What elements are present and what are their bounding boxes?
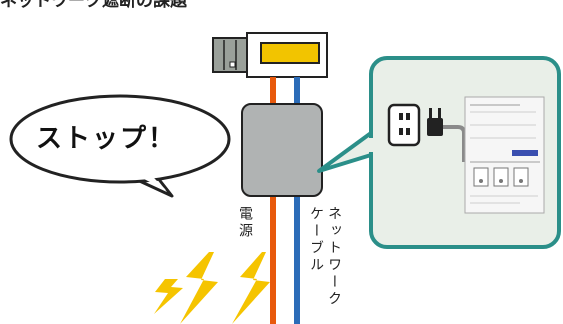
power-strip-icon <box>464 96 545 214</box>
junction-box-icon <box>241 103 323 197</box>
speech-bubble <box>9 94 231 198</box>
outlet-icon <box>387 103 421 147</box>
network-label-line2: ケーブル <box>308 206 324 274</box>
meter-icon <box>212 32 328 78</box>
lightning-bolt-icon <box>154 252 270 324</box>
page-title: ネットワーク遮断の課題 <box>0 0 187 11</box>
power-label: 電源 <box>237 206 253 240</box>
network-label-line1: ネットワーク <box>326 206 342 308</box>
plug-icon <box>427 108 470 162</box>
speech-bubble-text: ストップ！ <box>36 124 177 154</box>
